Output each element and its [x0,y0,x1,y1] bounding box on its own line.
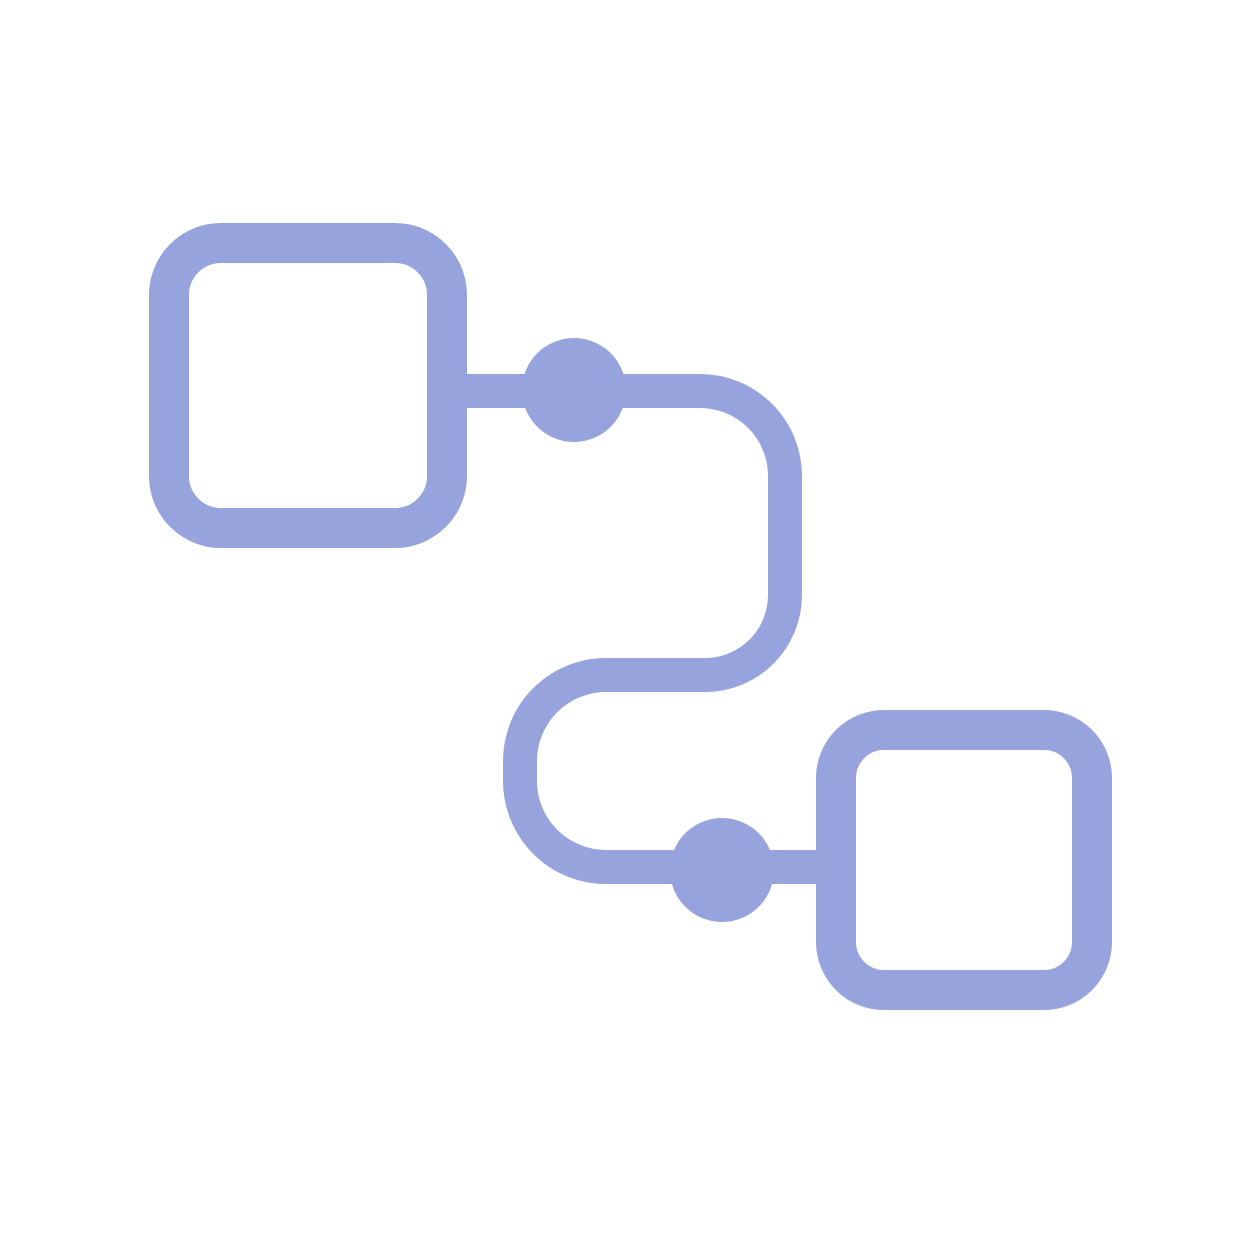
top-junction-dot [522,338,626,442]
right-node-box [816,710,1112,1010]
bottom-junction-dot [670,818,774,922]
connector-path [467,374,816,884]
left-node-box [149,223,467,548]
